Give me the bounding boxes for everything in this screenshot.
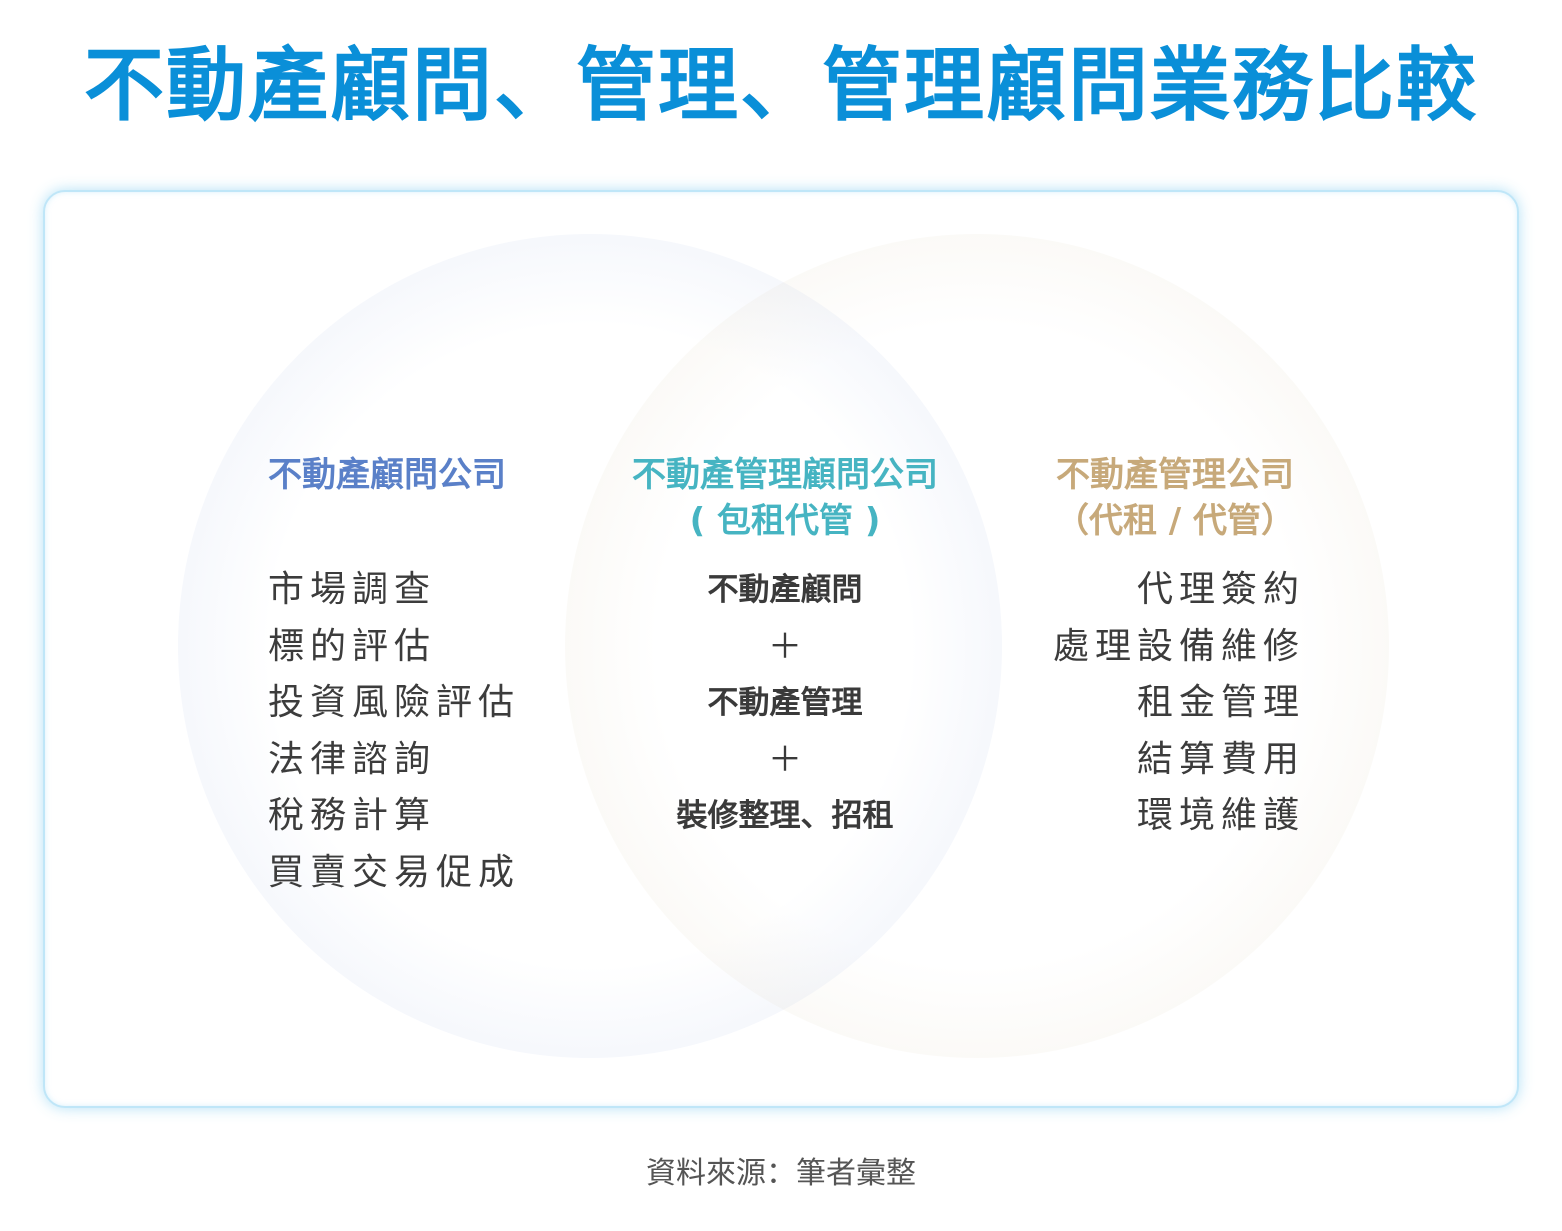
consulting-heading: 不動產顧問公司 xyxy=(268,452,506,498)
page-title: 不動產顧問、管理、管理顧問業務比較 xyxy=(84,39,1478,132)
management-heading-line2: （代租 / 代管） xyxy=(1054,501,1296,541)
list-item: 處理設備維修 xyxy=(1052,625,1305,667)
management-consulting-heading-line2: ( 包租代管 ) xyxy=(689,501,881,541)
consulting-heading-text: 不動產顧問公司 xyxy=(268,455,506,495)
consulting-services-list: 市場調查 標的評估 投資風險評估 法律諮詢 稅務計算 買賣交易促成 xyxy=(268,562,520,901)
list-item: 不動產顧問 xyxy=(707,572,863,608)
list-item: 投資風險評估 xyxy=(268,682,521,723)
list-item: 環境維護 xyxy=(1136,795,1305,836)
management-heading: 不動產管理公司 （代租 / 代管） xyxy=(1000,452,1350,544)
list-item: 買賣交易促成 xyxy=(268,851,521,893)
management-circle xyxy=(565,234,1389,1058)
list-item: 租金管理 xyxy=(1136,682,1305,723)
management-consulting-heading: 不動產管理顧問公司 ( 包租代管 ) xyxy=(600,452,970,544)
list-item: 裝修整理、招租 xyxy=(676,798,894,834)
plus-sign: ＋ xyxy=(768,626,802,667)
plus-sign: ＋ xyxy=(768,739,802,780)
management-heading-line1: 不動產管理公司 xyxy=(1056,455,1294,495)
source-note: 資料來源：筆者彙整 xyxy=(646,1156,916,1191)
list-item: 市場調查 xyxy=(268,569,437,610)
list-item: 稅務計算 xyxy=(268,795,437,836)
management-consulting-services-list: 不動產顧問 ＋ 不動產管理 ＋ 裝修整理、招租 xyxy=(600,562,970,845)
list-item: 法律諮詢 xyxy=(268,738,437,780)
list-item: 結算費用 xyxy=(1136,738,1305,780)
management-services-list: 代理簽約 處理設備維修 租金管理 結算費用 環境維護 xyxy=(1000,562,1305,845)
list-item: 標的評估 xyxy=(268,625,437,667)
list-item: 代理簽約 xyxy=(1136,569,1305,610)
list-item: 不動產管理 xyxy=(707,685,863,721)
management-consulting-heading-line1: 不動產管理顧問公司 xyxy=(632,455,938,495)
